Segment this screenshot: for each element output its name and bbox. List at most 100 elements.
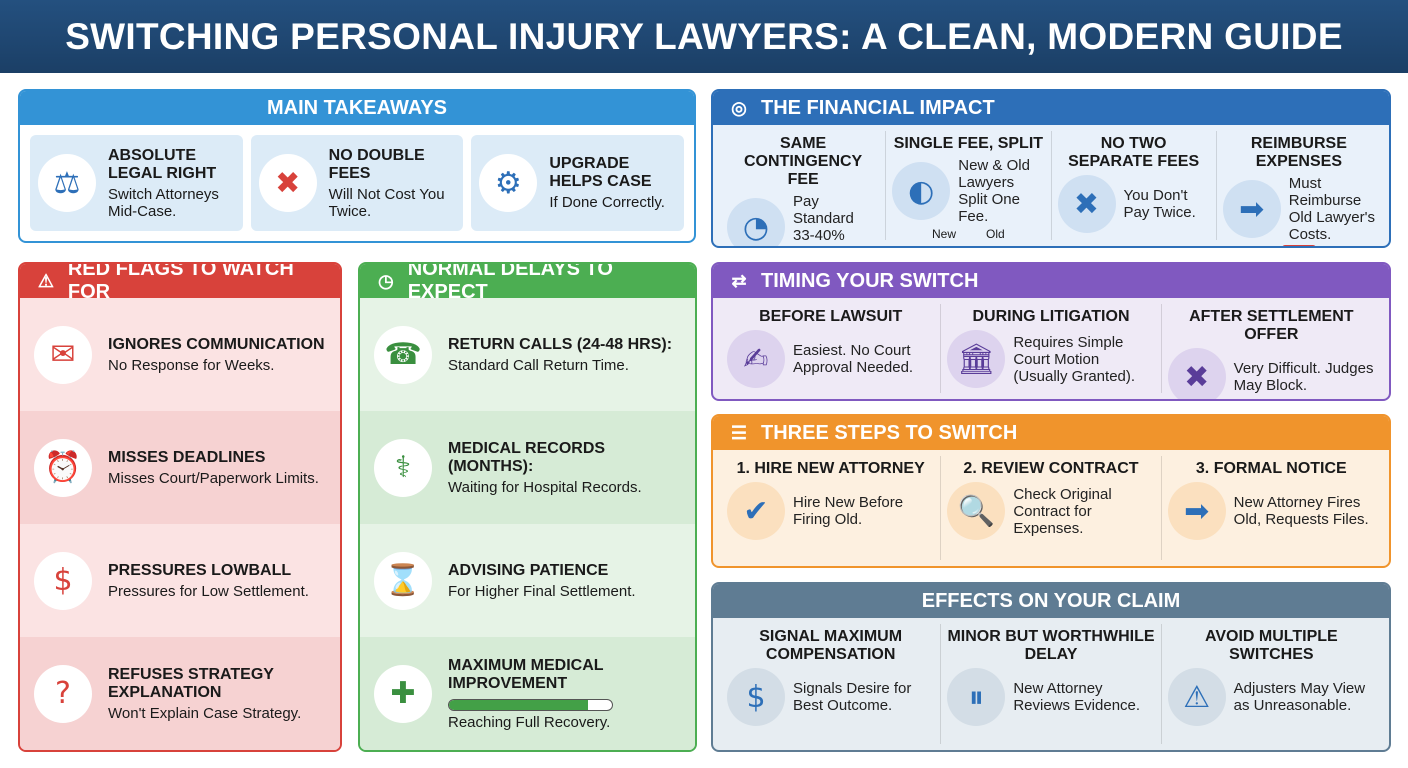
financial-item-body: ✖You Don't Pay Twice. <box>1057 175 1210 233</box>
financial-item: NO TWO SEPARATE FEES ✖You Don't Pay Twice… <box>1052 131 1217 240</box>
takeaway-desc: Switch Attorneys Mid-Case. <box>108 185 219 220</box>
delays-row-desc: Reaching Full Recovery. <box>448 713 611 731</box>
timing-item-body: ✖Very Difficult. Judges May Block. <box>1167 348 1375 399</box>
scales-icon: ⚖ <box>38 154 96 212</box>
effects-item-text: Adjusters May View as Unreasonable. <box>1233 680 1366 714</box>
steps-item-title: 2. REVIEW CONTRACT <box>963 460 1139 477</box>
delays-row: ☎RETURN CALLS (24-48 HRS):Standard Call … <box>360 298 695 411</box>
pie-chart-icon: ◔ <box>727 198 785 246</box>
steps-item-title: 1. HIRE NEW ATTORNEY <box>736 460 925 477</box>
effects-item: SIGNAL MAXIMUM COMPENSATION $Signals Desi… <box>721 624 942 744</box>
person-question-lock-icon: ? <box>34 664 92 723</box>
steps-item-body: ➡New Attorney Fires Old, Requests Files. <box>1167 482 1375 540</box>
handshake-lawyer-icon: ✔ <box>727 482 785 540</box>
effects-item-body: $Signals Desire for Best Outcome. <box>727 668 934 726</box>
takeaway-title: ABSOLUTE LEGAL RIGHT <box>108 146 217 182</box>
financial-item-title: REIMBURSE EXPENSES <box>1250 135 1347 170</box>
steps-item-text: New Attorney Fires Old, Requests Files. <box>1233 494 1369 528</box>
multiple-lawyers-warning-icon: ⚠ <box>1167 668 1226 726</box>
clipboard-icon: ☰ <box>730 422 748 443</box>
financial-item-title: SAME CONTINGENCY FEE <box>744 135 863 188</box>
delays-row-desc: For Higher Final Settlement. <box>448 582 636 600</box>
effects-columns: SIGNAL MAXIMUM COMPENSATION $Signals Desi… <box>713 618 1389 750</box>
gear-upgrade-icon: ⚙ <box>479 154 538 212</box>
steps-item-text: Check Original Contract for Expenses. <box>1013 485 1112 537</box>
timing-item: AFTER SETTLEMENT OFFER ✖Very Difficult. J… <box>1162 304 1381 399</box>
paid-stamp: PAID <box>1282 245 1316 246</box>
red_flags-header-title: RED FLAGS TO WATCH FOR <box>67 262 294 303</box>
steps-item-title: 3. FORMAL NOTICE <box>1195 460 1347 477</box>
phone-clock-icon: ☎ <box>374 325 432 384</box>
steps-header-title: THREE STEPS TO SWITCH <box>761 421 1018 444</box>
financial-item-body: ◐New & Old Lawyers Split One Fee. <box>892 157 1044 225</box>
effects-item-body: ⚠Adjusters May View as Unreasonable. <box>1167 668 1375 726</box>
delays-row-title: MEDICAL RECORDS (MONTHS): <box>448 439 606 475</box>
timing-header: ⇄TIMING YOUR SWITCH <box>713 264 1389 298</box>
effects-item-body: ⏸New Attorney Reviews Evidence. <box>947 668 1154 726</box>
financial-columns: SAME CONTINGENCY FEE◔Pay Standard 33-40%… <box>713 125 1389 246</box>
recovery-progress-bar <box>448 698 613 711</box>
pause-growth-icon: ⏸ <box>947 668 1006 726</box>
hourglass-money-icon: ⌛ <box>374 551 432 610</box>
delays-row-title: RETURN CALLS (24-48 HRS): <box>448 335 673 353</box>
timing-item-body: ✍Easiest. No Court Approval Needed. <box>727 330 934 388</box>
timing-item-title: DURING LITIGATION <box>972 308 1130 325</box>
timing-item-text: Very Difficult. Judges May Block. <box>1233 360 1374 394</box>
no-double-money-icon: ✖ <box>258 154 317 212</box>
timing-item: BEFORE LAWSUIT✍Easiest. No Court Approva… <box>721 304 942 393</box>
red-flags-panel: ⚠ RED FLAGS TO WATCH FOR ✉ IGNORES COMMUNIC… <box>18 262 342 752</box>
red_flags-row-desc: Misses Court/Paperwork Limits. <box>108 469 319 487</box>
medical-folder-icon: ⚕ <box>374 438 432 497</box>
effects-panel: EFFECTS ON YOUR CLAIM SIGNAL MAXIMUM COMP… <box>711 582 1391 752</box>
effects-item-title: SIGNAL MAXIMUM COMPENSATION <box>759 628 903 663</box>
two-lawyers-x-icon: ✖ <box>1057 175 1116 233</box>
red_flags-row-desc: Pressures for Low Settlement. <box>108 582 309 600</box>
financial-item-title: NO TWO SEPARATE FEES <box>1068 135 1200 170</box>
delays-row-desc: Waiting for Hospital Records. <box>448 478 642 496</box>
three-steps-panel: ☰ THREE STEPS TO SWITCH 1. HIRE NEW ATTORN… <box>711 414 1391 568</box>
steps-item-text: Hire New Before Firing Old. <box>793 494 904 528</box>
delays-row-title: MAXIMUM MEDICAL IMPROVEMENT <box>448 656 604 692</box>
shield-dollar-icon: $ <box>727 668 785 726</box>
financial-item: SINGLE FEE, SPLIT◐New & Old Lawyers Spli… <box>886 131 1052 241</box>
financial-item-body: ◔Pay Standard 33-40% Total. <box>727 193 879 246</box>
steps-item: 2. REVIEW CONTRACT 🔍Check Original Contra… <box>941 456 1162 560</box>
split-old-label: Old <box>986 227 1005 241</box>
clock-icon: ◷ <box>377 270 394 291</box>
timing-item-body: 🏛Requires Simple Court Motion (Usually G… <box>947 330 1154 388</box>
financial-header: ◎THE FINANCIAL IMPACT <box>713 91 1389 125</box>
timing-item-title: AFTER SETTLEMENT OFFER <box>1189 308 1354 343</box>
split-new-label: New <box>932 227 957 241</box>
delays-row-text: MAXIMUM MEDICAL IMPROVEMENT Reaching Full… <box>448 657 681 731</box>
normal-delays-panel: ◷NORMAL DELAYS TO EXPECT☎RETURN CALLS (2… <box>358 262 697 752</box>
effects-header: EFFECTS ON YOUR CLAIM <box>713 584 1389 618</box>
calendar-clock-icon: ⏰ <box>34 438 92 497</box>
takeaways-header: MAIN TAKEAWAYS <box>20 91 694 125</box>
phone-mail-x-icon: ✉ <box>34 325 92 384</box>
financial-item-text: You Don't Pay Twice. <box>1123 187 1196 221</box>
timing-item: DURING LITIGATION 🏛Requires Simple Court … <box>941 304 1162 393</box>
split-labels: New Old <box>932 227 1005 241</box>
warning-icon: ⚠ <box>37 270 54 291</box>
financial-item: REIMBURSE EXPENSES➡Must Reimburse Old La… <box>1217 131 1381 246</box>
effects-item: AVOID MULTIPLE SWITCHES⚠Adjusters May Vi… <box>1162 624 1381 744</box>
steps-header: ☰ THREE STEPS TO SWITCH <box>713 416 1389 450</box>
steps-item-body: 🔍Check Original Contract for Expenses. <box>947 482 1154 540</box>
timing-item-text: Requires Simple Court Motion (Usually Gr… <box>1013 333 1136 385</box>
progress-fill <box>449 699 588 710</box>
financial-item-text: New & Old Lawyers Split One Fee. <box>958 157 1030 225</box>
financial-header-title: THE FINANCIAL IMPACT <box>761 96 995 119</box>
takeaway-title: NO DOUBLE FEES <box>328 146 425 182</box>
timing-item-text: Easiest. No Court Approval Needed. <box>793 342 914 376</box>
courthouse-gavel-icon: 🏛 <box>947 330 1006 388</box>
delays-row: ⚕ MEDICAL RECORDS (MONTHS): Waiting for Ho… <box>360 411 695 524</box>
